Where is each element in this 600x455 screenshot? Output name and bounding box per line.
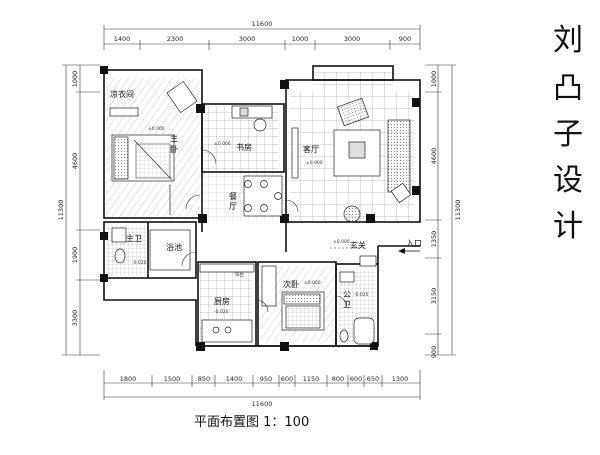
dim-right-3: 1350 xyxy=(430,231,438,248)
dim-left-1: 1000 xyxy=(71,71,79,88)
dim-left-total: 11300 xyxy=(57,200,65,221)
dim-left-2: 4600 xyxy=(71,153,79,170)
level-public-bath: -0.020 xyxy=(354,292,369,298)
level-master-bed: ±0.000 xyxy=(148,126,165,132)
walls xyxy=(103,65,421,347)
dim-bottom-7: 1150 xyxy=(303,375,320,383)
top-dimensions: 11600 1400 2300 3000 1000 3000 900 xyxy=(103,20,421,50)
signature-char-5: 计 xyxy=(553,209,583,244)
dim-bottom-3: 850 xyxy=(198,375,210,383)
dim-right-total: 11300 xyxy=(454,200,462,221)
dim-bottom-total: 11600 xyxy=(252,400,273,408)
label-master-bath: 主卫 xyxy=(126,233,142,243)
furniture xyxy=(109,80,412,345)
entry-arrow xyxy=(398,248,420,254)
dim-bottom-10: 650 xyxy=(367,375,379,383)
left-dimensions: 1000 4600 1900 3300 11300 xyxy=(57,64,100,356)
label-public-bath-1: 公 xyxy=(343,290,351,299)
level-living: ±0.000 xyxy=(306,160,323,166)
bottom-dimensions: 1800 1500 850 1400 950 600 1150 800 600 … xyxy=(103,370,421,408)
dim-right-5: 900 xyxy=(430,346,438,358)
label-dining-1: 餐 xyxy=(229,192,237,201)
level-master-bath: -0.020 xyxy=(132,260,147,266)
level-marks: ±0.000 ±0.000 ±0.000 -0.020 ±0.000 -0.02… xyxy=(132,126,369,315)
label-study: 书房 xyxy=(236,142,252,152)
label-laundry: 凉衣间 xyxy=(110,89,134,99)
doors xyxy=(181,149,365,313)
label-bathtub: 浴池 xyxy=(166,242,182,252)
dim-bottom-11: 1300 xyxy=(392,375,409,383)
dim-right-2: 4600 xyxy=(430,148,438,165)
label-master-bed-1: 主 xyxy=(170,133,178,143)
label-balcony: 阳台 xyxy=(235,271,244,278)
level-foyer: ±0.000 xyxy=(333,239,350,245)
label-public-bath-2: 卫 xyxy=(343,300,351,309)
dim-bottom-4: 1400 xyxy=(226,375,243,383)
dim-left-4: 3300 xyxy=(71,310,79,327)
label-living: 客厅 xyxy=(303,144,319,154)
columns xyxy=(100,66,420,351)
drawing-caption: 平面布置图 1：100 xyxy=(194,415,309,430)
dim-bottom-9: 600 xyxy=(350,375,362,383)
signature-char-2: 凸 xyxy=(553,71,583,106)
label-master-bed-2: 卧 xyxy=(170,145,178,154)
designer-signature: 刘 凸 子 设 计 xyxy=(553,23,583,244)
dim-bottom-6: 600 xyxy=(281,375,293,383)
dim-bottom-5: 950 xyxy=(260,375,272,383)
signature-char-1: 刘 xyxy=(553,23,583,58)
signature-char-3: 子 xyxy=(553,117,583,152)
dim-top-3: 3000 xyxy=(239,35,256,43)
dim-right-1: 1000 xyxy=(430,71,438,88)
dim-top-5: 3000 xyxy=(344,35,361,43)
signature-char-4: 设 xyxy=(553,163,583,198)
label-entry: 入口 xyxy=(406,239,422,248)
dim-bottom-8: 800 xyxy=(332,375,344,383)
dim-top-total: 11600 xyxy=(252,20,273,28)
room-labels: 凉衣间 主 卧 书房 客厅 餐 厅 主卫 浴池 玄关 入口 厨房 次卧 公 卫 … xyxy=(110,89,422,309)
dim-top-2: 2300 xyxy=(167,35,184,43)
label-dining-2: 厅 xyxy=(229,202,237,211)
dim-top-1: 1400 xyxy=(114,35,131,43)
dim-left-3: 1900 xyxy=(71,247,79,264)
dim-bottom-2: 1500 xyxy=(164,375,181,383)
dim-top-4: 1000 xyxy=(292,35,309,43)
level-second-bed: ±0.000 xyxy=(304,280,321,286)
dim-top-6: 900 xyxy=(399,35,411,43)
level-kitchen: -0.020 xyxy=(214,309,229,315)
label-second-bed: 次卧 xyxy=(283,279,299,289)
right-dimensions: 1000 4600 1350 3150 900 11300 xyxy=(425,64,462,358)
level-study: ±0.000 xyxy=(214,141,231,147)
label-foyer: 玄关 xyxy=(350,240,366,250)
label-kitchen: 厨房 xyxy=(214,296,230,306)
dim-right-4: 3150 xyxy=(430,288,438,305)
dim-bottom-1: 1800 xyxy=(120,375,137,383)
